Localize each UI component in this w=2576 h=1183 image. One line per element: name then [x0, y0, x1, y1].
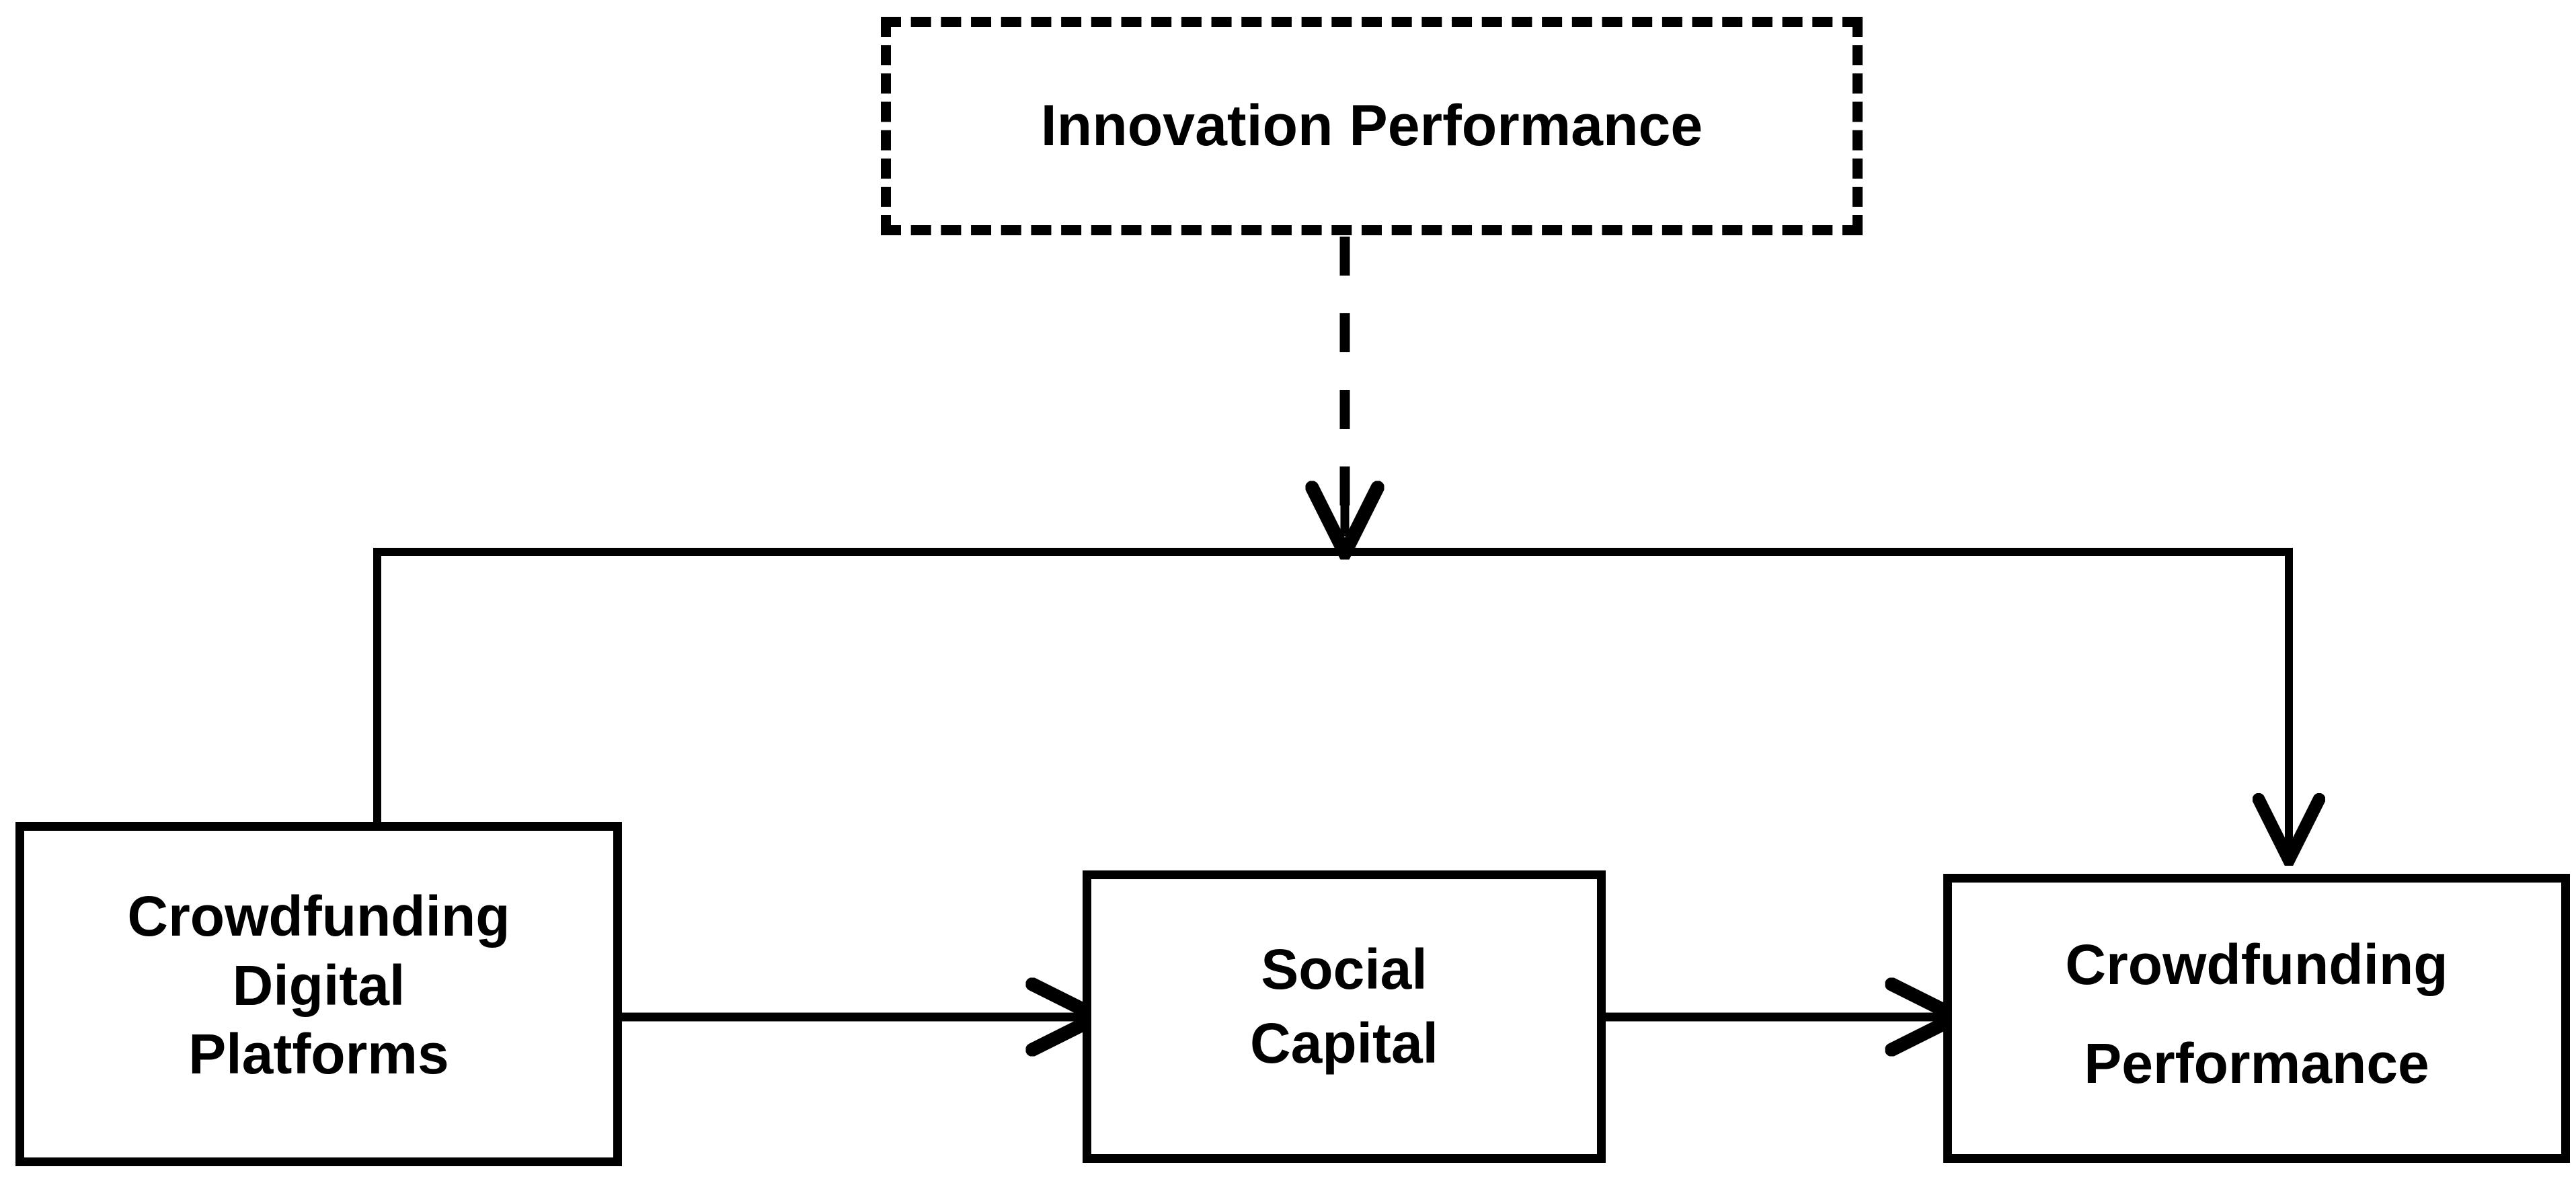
node-social-capital-label-line-1: Social — [1261, 938, 1428, 1002]
node-crowdfunding-performance-label-line-1: Crowdfunding — [2065, 933, 2448, 996]
node-crowdfunding-performance-label-line-2: Performance — [2084, 1032, 2429, 1095]
node-crowdfunding-digital-platforms[interactable]: Crowdfunding Digital Platforms — [15, 822, 622, 1166]
node-innovation-performance-label: Innovation Performance — [1040, 93, 1703, 159]
node-innovation-performance[interactable]: Innovation Performance — [881, 17, 1863, 235]
node-crowdfunding-digital-platforms-label-line-1: Crowdfunding — [127, 885, 510, 948]
node-crowdfunding-performance[interactable]: Crowdfunding Performance — [1943, 874, 2570, 1163]
edge-platforms-to-performance-direct — [373, 548, 2293, 855]
node-crowdfunding-digital-platforms-label-line-3: Platforms — [188, 1022, 449, 1086]
node-social-capital-label-line-2: Capital — [1249, 1011, 1439, 1075]
node-crowdfunding-digital-platforms-label-line-2: Digital — [232, 953, 405, 1017]
node-social-capital[interactable]: Social Capital — [1083, 870, 1606, 1163]
